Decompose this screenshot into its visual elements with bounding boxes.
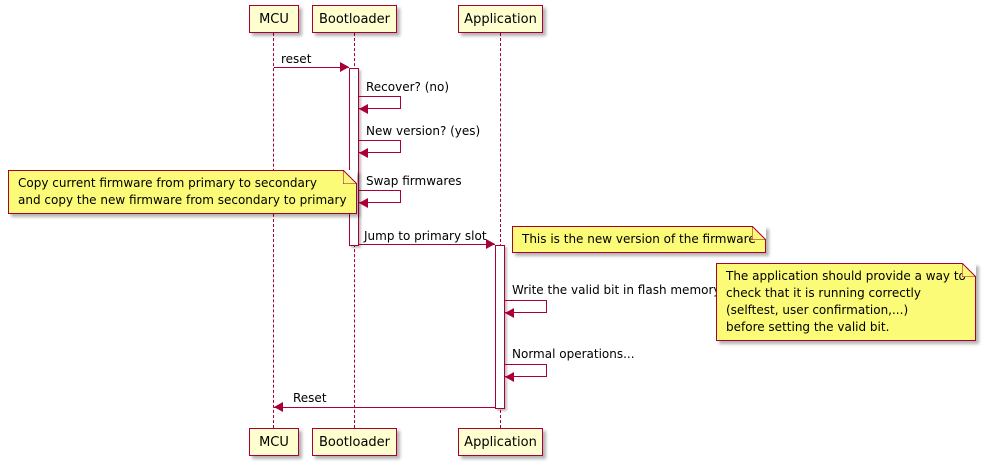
message-reset-line <box>274 67 349 68</box>
note-fold-icon <box>961 263 976 277</box>
note-new-firmware: This is the new version of the firmware <box>512 226 766 253</box>
message-write-valid-arrowhead-icon <box>505 308 514 318</box>
participant-mcu-label: MCU <box>259 11 289 27</box>
message-reset-back-line <box>274 407 495 408</box>
participant-application-top: Application <box>458 5 543 33</box>
lifeline-application <box>500 33 501 428</box>
message-normal-ops-loop <box>505 364 547 377</box>
message-reset-arrowhead-icon <box>340 62 349 72</box>
note-copy-firmware-line1: Copy current firmware from primary to se… <box>18 176 317 190</box>
message-new-version-arrowhead-icon <box>359 148 368 158</box>
message-write-valid-loop <box>505 300 547 313</box>
participant-bootloader-bottom: Bootloader <box>312 428 397 456</box>
message-recover-arrowhead-icon <box>359 104 368 114</box>
note-valid-bit-line2: check that it is running correctly <box>726 286 921 300</box>
participant-application-label: Application <box>464 434 537 450</box>
activation-bootloader <box>349 68 359 246</box>
message-normal-ops-arrowhead-icon <box>505 372 514 382</box>
note-fold-icon <box>751 226 766 240</box>
message-jump-arrowhead-icon <box>486 239 495 249</box>
participant-bootloader-top: Bootloader <box>312 5 397 33</box>
message-recover-label: Recover? (no) <box>366 80 450 94</box>
participant-bootloader-label: Bootloader <box>318 11 391 27</box>
note-valid-bit-line3: (selftest, user confirmation,...) <box>726 303 909 317</box>
message-reset-label: reset <box>281 52 312 66</box>
message-new-version-label: New version? (yes) <box>366 124 481 138</box>
message-reset-back-arrowhead-icon <box>274 402 283 412</box>
participant-application-label: Application <box>464 11 537 27</box>
message-swap-arrowhead-icon <box>359 198 368 208</box>
note-valid-bit: The application should provide a way to … <box>716 263 976 341</box>
note-new-firmware-text: This is the new version of the firmware <box>522 232 756 246</box>
note-copy-firmware: Copy current firmware from primary to se… <box>8 170 357 214</box>
note-fold-icon <box>342 170 357 184</box>
message-swap-loop <box>359 190 401 203</box>
note-valid-bit-line4: before setting the valid bit. <box>726 320 890 334</box>
note-copy-firmware-line2: and copy the new firmware from secondary… <box>18 193 347 207</box>
activation-application <box>495 245 505 409</box>
lifeline-mcu <box>273 33 274 428</box>
participant-mcu-top: MCU <box>249 5 299 33</box>
participant-mcu-label: MCU <box>259 434 289 450</box>
message-jump-label: Jump to primary slot <box>364 229 487 243</box>
message-write-valid-label: Write the valid bit in flash memory <box>512 283 721 297</box>
message-reset-back-label: Reset <box>293 391 327 405</box>
message-jump-line <box>359 244 495 245</box>
message-normal-ops-label: Normal operations... <box>512 347 635 361</box>
message-recover-loop <box>359 96 401 109</box>
message-new-version-loop <box>359 140 401 153</box>
participant-mcu-bottom: MCU <box>249 428 299 456</box>
message-swap-label: Swap firmwares <box>366 174 462 188</box>
participant-bootloader-label: Bootloader <box>318 434 391 450</box>
participant-application-bottom: Application <box>458 428 543 456</box>
note-valid-bit-line1: The application should provide a way to <box>726 269 966 283</box>
